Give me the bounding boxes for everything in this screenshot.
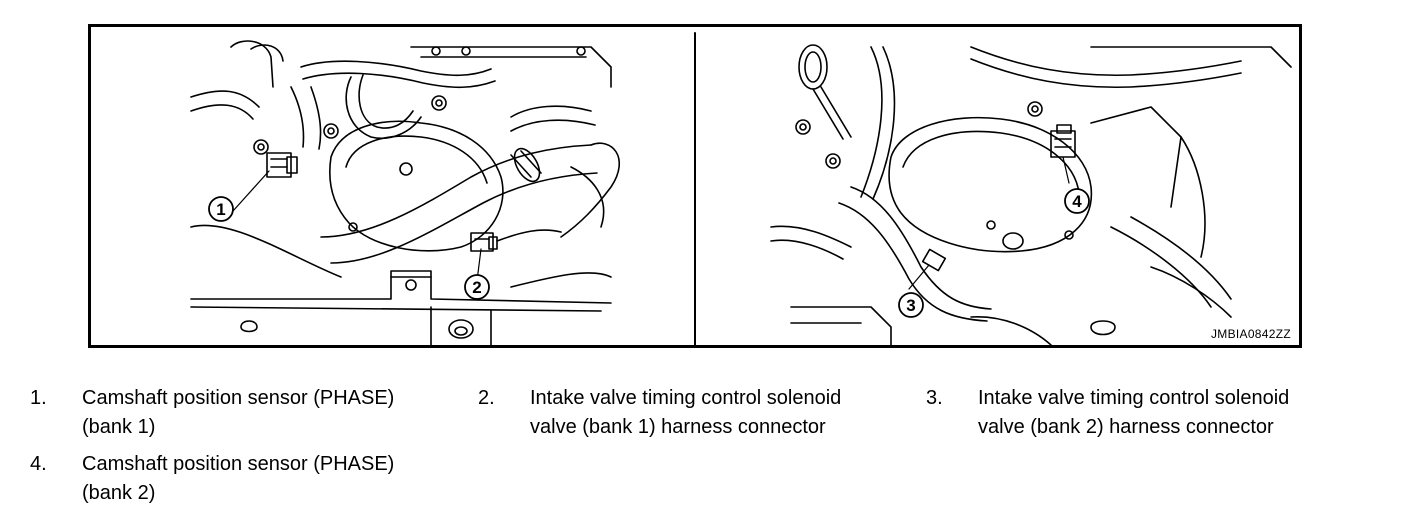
callout-4: 4 bbox=[1064, 188, 1090, 214]
callout-3-label: 3 bbox=[906, 296, 915, 315]
legend-item-1: 1. Camshaft position sensor (PHASE) (ban… bbox=[30, 384, 470, 444]
legend-item-2-text: Intake valve timing control solenoid val… bbox=[530, 387, 842, 438]
legend-item-4-text: Camshaft position sensor (PHASE) (bank 2… bbox=[82, 453, 395, 504]
legend-item-3-number: 3. bbox=[926, 387, 943, 409]
solenoid-bank1-connector bbox=[470, 232, 498, 252]
right-panel-drawing bbox=[770, 44, 1292, 345]
callout-1: 1 bbox=[208, 196, 234, 222]
callout-1-label: 1 bbox=[216, 200, 225, 219]
figure-code: JMBIA0842ZZ bbox=[1211, 327, 1291, 341]
callout-layer: 1 2 3 4 bbox=[208, 188, 1090, 318]
callout-4-label: 4 bbox=[1072, 192, 1082, 211]
engine-diagram-figure: 1 2 3 4 JMBIA0842ZZ bbox=[88, 24, 1302, 348]
legend-item-2-number: 2. bbox=[478, 387, 495, 409]
left-panel-drawing bbox=[190, 40, 621, 345]
callout-2-label: 2 bbox=[472, 278, 481, 297]
legend-item-1-number: 1. bbox=[30, 387, 47, 409]
solenoid-bank2-connector bbox=[921, 248, 947, 272]
legend-item-4-number: 4. bbox=[30, 453, 47, 475]
engine-line-drawing bbox=[190, 32, 1292, 345]
legend-item-3-text: Intake valve timing control solenoid val… bbox=[978, 387, 1290, 438]
callout-2: 2 bbox=[464, 274, 490, 300]
legend-item-2: 2. Intake valve timing control solenoid … bbox=[478, 384, 918, 444]
legend-item-3: 3. Intake valve timing control solenoid … bbox=[926, 384, 1366, 444]
legend-item-4: 4. Camshaft position sensor (PHASE) (ban… bbox=[30, 450, 470, 510]
callout-3: 3 bbox=[898, 292, 924, 318]
legend-item-1-text: Camshaft position sensor (PHASE) (bank 1… bbox=[82, 387, 395, 438]
sensor-bank1-connector bbox=[266, 152, 298, 178]
